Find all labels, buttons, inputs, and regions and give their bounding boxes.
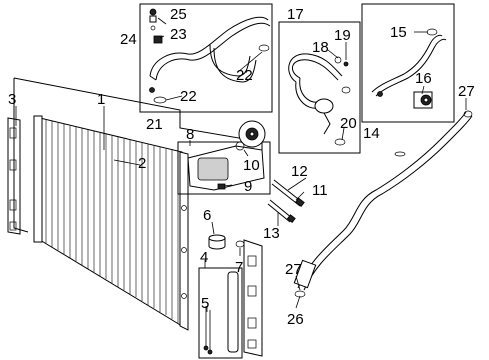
callout-9: 9	[244, 178, 252, 195]
hose-kit-right	[361, 3, 455, 123]
callout-3: 3	[8, 91, 16, 108]
callout-14: 14	[363, 125, 380, 142]
callout-2: 2	[138, 155, 146, 172]
callout-5: 5	[201, 295, 209, 312]
callout-23: 23	[170, 26, 187, 43]
callout-22b: 22	[180, 88, 197, 105]
callout-21: 21	[146, 116, 163, 133]
callout-7: 7	[235, 259, 243, 276]
compressor-assembly	[177, 120, 271, 195]
leader-lines	[15, 17, 467, 312]
callout-1: 1	[97, 91, 105, 108]
callout-25: 25	[170, 6, 187, 23]
callout-24: 24	[120, 31, 137, 48]
callout-20: 20	[340, 115, 357, 132]
callout-27a: 27	[458, 83, 475, 100]
callout-6: 6	[203, 207, 211, 224]
callout-4: 4	[200, 249, 208, 266]
callout-11: 11	[312, 182, 328, 199]
callout-labels: 1 2 3 4 5 6 7 8 9 10 11 12 13 14 15 16 1…	[8, 6, 475, 328]
callout-17: 17	[287, 6, 304, 23]
callout-26: 26	[287, 311, 304, 328]
receiver-dryer-assembly	[198, 234, 245, 359]
callout-18: 18	[312, 39, 329, 56]
hose-kit-middle	[278, 21, 361, 154]
callout-16: 16	[415, 70, 432, 87]
callout-8: 8	[186, 126, 194, 143]
callout-12: 12	[291, 163, 308, 180]
callout-19: 19	[334, 27, 351, 44]
condenser-fins	[45, 120, 179, 323]
suction-pipe	[293, 110, 473, 298]
callout-27b: 27	[285, 261, 302, 278]
callout-15: 15	[390, 24, 407, 41]
hose-kit-left	[139, 3, 273, 113]
bolts	[267, 179, 305, 223]
callout-13: 13	[263, 225, 280, 242]
condenser-assembly	[7, 77, 263, 357]
callout-22a: 22	[236, 67, 253, 84]
callout-10: 10	[243, 157, 260, 174]
